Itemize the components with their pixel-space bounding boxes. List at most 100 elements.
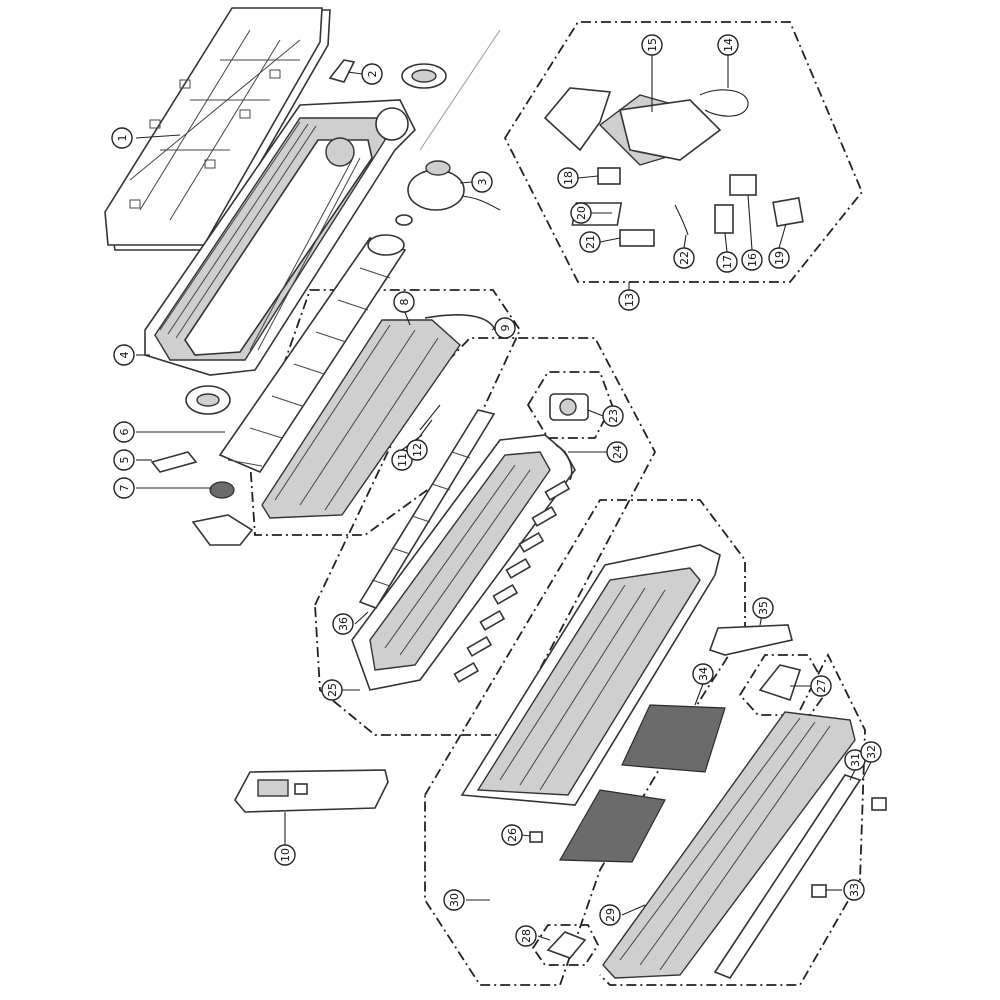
callout-25: 25 [321,679,343,701]
callout-circle [406,439,428,461]
callout-circle [113,477,135,499]
callout-circle [741,249,763,271]
callout-number: 24 [611,445,624,459]
connector-16 [729,174,757,196]
sensor-lead [419,404,441,431]
air-filters [558,704,726,863]
callout-circle [641,34,663,56]
callout-circle [501,824,523,846]
callout-2: 2 [361,63,383,85]
callout-number: 28 [520,929,533,943]
callout-number: 8 [398,299,411,306]
callout-1: 1 [111,127,133,149]
callout-23: 23 [602,405,624,427]
callout-number: 12 [411,443,424,457]
group-28-bracket [531,924,600,966]
leader-lines [135,29,872,941]
callout-circle [471,171,493,193]
callout-17: 17 [716,251,738,273]
callout-circle [752,597,774,619]
bearing [209,481,235,499]
callout-number: 36 [337,617,350,631]
callout-36: 36 [332,613,354,635]
callout-circle [692,663,714,685]
callout-33: 33 [843,879,865,901]
callout-number: 5 [118,457,131,464]
callout-number: 30 [448,893,461,907]
callout-34: 34 [692,663,714,685]
callout-18: 18 [557,167,579,189]
callout-circle [810,675,832,697]
callout-number: 19 [773,251,786,265]
callout-number: 34 [697,667,710,681]
callout-15: 15 [641,34,663,56]
callout-circle [274,844,296,866]
clip-33b [871,797,887,811]
callout-20: 20 [570,202,592,224]
callout-13: 13 [618,289,640,311]
callout-circle [606,441,628,463]
callout-circle [768,247,790,269]
callout-8: 8 [393,291,415,313]
callout-number: 16 [746,253,759,267]
callout-number: 20 [575,206,588,220]
callout-circle [113,344,135,366]
callout-number: 25 [326,683,339,697]
callout-circle [515,925,537,947]
clip-33 [811,884,827,898]
callout-circle [393,291,415,313]
callout-30: 30 [443,889,465,911]
remote-control [234,769,389,813]
callout-16: 16 [741,249,763,271]
callout-circle [570,202,592,224]
callout-circle [579,231,601,253]
callout-5: 5 [113,449,135,471]
callout-27: 27 [810,675,832,697]
chassis [144,99,416,376]
front-grille [602,711,856,979]
callouts: 1234567891011121314151617181920212223242… [111,34,882,947]
cross-flow-fan [218,234,407,473]
fan-motor [395,160,501,226]
callout-circle [111,127,133,149]
callout-number: 4 [118,352,131,359]
callout-circle [113,421,135,443]
callout-12: 12 [406,439,428,461]
callout-circle [361,63,383,85]
clip-part [328,59,356,83]
callout-number: 7 [118,485,131,492]
callout-9: 9 [494,317,516,339]
callout-number: 26 [506,828,519,842]
callout-circle [443,889,465,911]
callout-number: 23 [607,409,620,423]
callout-circle [716,251,738,273]
callout-4: 4 [113,344,135,366]
callout-circle [673,247,695,269]
drain-hose [555,444,573,481]
callout-number: 2 [366,71,379,78]
callout-circle [321,679,343,701]
callout-number: 3 [476,179,489,186]
callout-number: 32 [865,745,878,759]
callout-circle [602,405,624,427]
installation-plate [104,7,331,251]
callout-3: 3 [471,171,493,193]
evaporator [261,314,496,519]
callout-10: 10 [274,844,296,866]
callout-28: 28 [515,925,537,947]
callout-number: 18 [562,171,575,185]
callout-circle [391,449,413,471]
callout-number: 10 [279,848,292,862]
screw-26 [529,831,543,843]
callout-number: 14 [722,38,735,52]
group-27-bracket [738,654,830,716]
cover-21 [619,229,655,247]
front-frame [460,544,721,806]
group-30-front-panel [424,499,746,986]
callout-32: 32 [860,741,882,763]
callout-number: 21 [584,235,597,249]
callout-11: 11 [391,449,413,471]
callout-circle [599,904,621,926]
callout-7: 7 [113,477,135,499]
